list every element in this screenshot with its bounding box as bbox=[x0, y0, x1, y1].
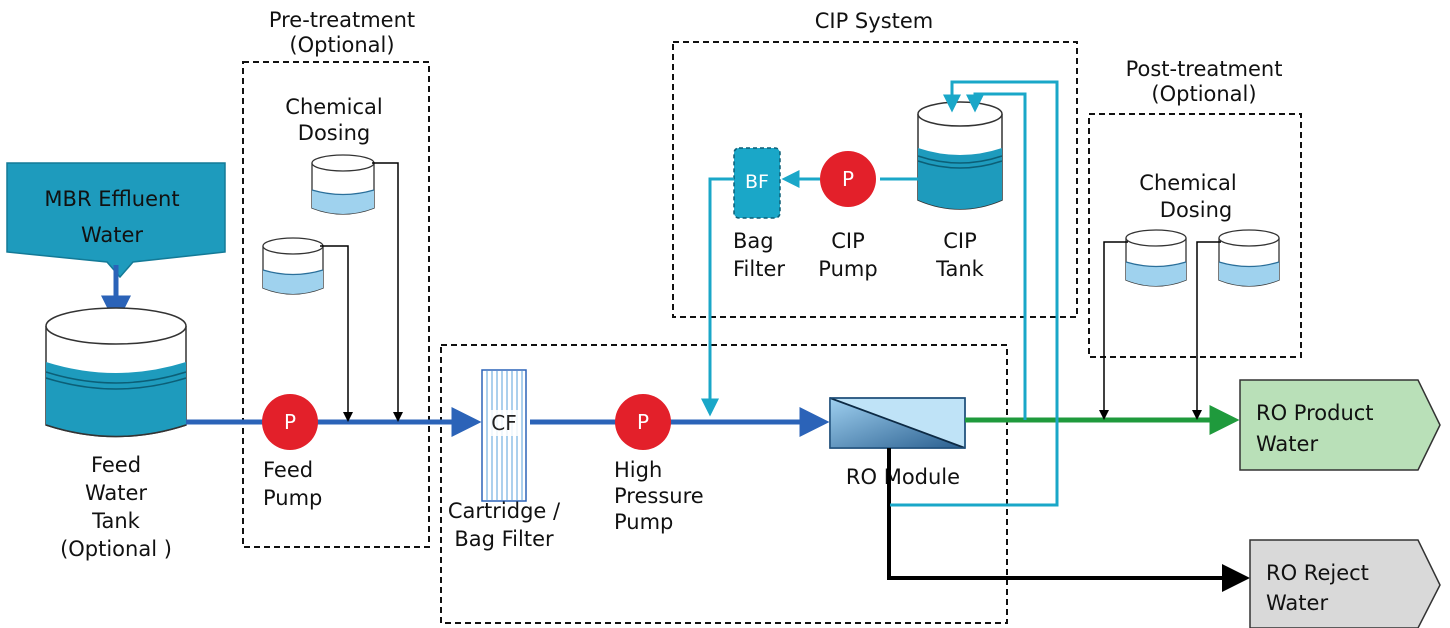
bag-filter-label-2: Filter bbox=[733, 257, 785, 281]
bag-filter-symbol: BF bbox=[745, 171, 769, 193]
reject-label-2: Water bbox=[1266, 591, 1328, 615]
pretreatment-subtitle: (Optional) bbox=[289, 33, 394, 57]
pre-dosing-line-2 bbox=[320, 245, 353, 422]
hp-pump-label-1: High bbox=[614, 458, 662, 482]
cip-box bbox=[672, 41, 1078, 318]
pre-dosing-beaker-1 bbox=[311, 154, 375, 215]
posttreatment-title: Post-treatment bbox=[1126, 57, 1283, 81]
cip-title: CIP System bbox=[815, 9, 934, 33]
post-dosing-line-1 bbox=[1099, 241, 1128, 420]
ro-module-label: RO Module bbox=[846, 465, 960, 489]
posttreatment-box bbox=[1088, 113, 1302, 358]
cip-tank-label-1: CIP bbox=[943, 229, 977, 253]
product-label-1: RO Product bbox=[1256, 401, 1374, 425]
post-dosing-beaker-1 bbox=[1125, 229, 1187, 287]
cip-pump-label-2: Pump bbox=[818, 257, 877, 281]
feed-pump-label-1: Feed bbox=[263, 458, 313, 482]
feed-tank-label-1: Feed bbox=[91, 453, 141, 477]
pre-dosing-line-1 bbox=[372, 162, 403, 422]
post-dosing-line-2 bbox=[1192, 241, 1221, 420]
cip-tank-label-2: Tank bbox=[935, 257, 985, 281]
mbr-effluent-label-1: MBR Effluent bbox=[44, 187, 179, 211]
mbr-effluent-source bbox=[6, 162, 226, 279]
cip-tank bbox=[917, 101, 1003, 210]
cartridge-filter-label-2: Bag Filter bbox=[454, 527, 554, 551]
concentrate-return-to-cip bbox=[890, 80, 1059, 507]
pre-dosing-label-1: Chemical bbox=[285, 95, 382, 119]
cip-pump bbox=[820, 151, 876, 207]
hp-pump-label-2: Pressure bbox=[614, 484, 704, 508]
feed-tank-label-4: (Optional ) bbox=[60, 537, 172, 561]
post-dosing-label-1: Chemical bbox=[1139, 171, 1236, 195]
pretreatment-box bbox=[242, 61, 430, 548]
bag-filter-to-feed bbox=[701, 177, 734, 417]
hp-pump-label-3: Pump bbox=[614, 510, 673, 534]
cip-pump-label-1: CIP bbox=[831, 229, 865, 253]
mbr-effluent-label-2: Water bbox=[81, 223, 143, 247]
bag-filter bbox=[733, 147, 781, 219]
posttreatment-subtitle: (Optional) bbox=[1151, 82, 1256, 106]
feed-water-tank bbox=[45, 307, 187, 438]
pre-dosing-label-2: Dosing bbox=[298, 121, 370, 145]
permeate-return-to-cip bbox=[966, 92, 1027, 420]
product-label-2: Water bbox=[1256, 432, 1318, 456]
post-dosing-beaker-2 bbox=[1218, 229, 1280, 287]
ro-reject-water-output bbox=[1249, 539, 1441, 628]
ro-unit-box bbox=[440, 344, 1008, 624]
cip-pump-symbol: P bbox=[842, 167, 854, 191]
reject-label-1: RO Reject bbox=[1266, 561, 1369, 585]
bag-filter-label-1: Bag bbox=[733, 229, 774, 253]
cartridge-filter-label-1: Cartridge / bbox=[448, 499, 561, 523]
feed-tank-label-2: Water bbox=[85, 481, 147, 505]
ro-product-water-output bbox=[1239, 379, 1441, 471]
cartridge-filter bbox=[481, 369, 527, 502]
feed-pump-symbol: P bbox=[284, 410, 296, 434]
high-pressure-pump bbox=[615, 394, 671, 450]
ro-module bbox=[829, 397, 966, 449]
hp-pump-symbol: P bbox=[637, 410, 649, 434]
feed-pump bbox=[262, 394, 318, 450]
reject-line bbox=[887, 448, 1250, 592]
pre-dosing-beaker-2 bbox=[262, 237, 324, 295]
post-dosing-label-2: Dosing bbox=[1160, 198, 1232, 222]
feed-tank-label-3: Tank bbox=[91, 509, 141, 533]
cartridge-filter-symbol: CF bbox=[491, 411, 516, 435]
pretreatment-title: Pre-treatment bbox=[269, 8, 415, 32]
feed-pump-label-2: Pump bbox=[263, 486, 322, 510]
